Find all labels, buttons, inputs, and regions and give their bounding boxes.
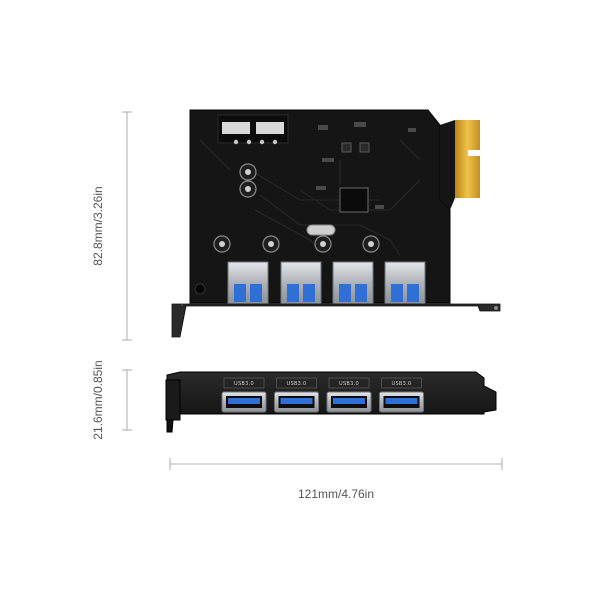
capacitor — [314, 235, 332, 253]
usb-port-tongue — [280, 398, 313, 404]
usb-port-front[interactable] — [221, 391, 267, 413]
height-bottom-label: 21.6mm/0.85in — [91, 360, 105, 439]
usb-label-group: USB3.0 USB3.0 USB3.0 USB3.0 — [223, 377, 422, 389]
usb-port-front[interactable] — [379, 391, 424, 413]
capacitor — [362, 235, 380, 253]
usb-port-top — [384, 261, 426, 305]
power-connector — [217, 114, 289, 145]
usb-port-tongue — [385, 398, 418, 404]
usb-label-text: USB3.0 — [391, 381, 411, 387]
smd-components — [316, 122, 416, 209]
bracket-tab — [165, 379, 181, 421]
usb-port-tongue — [333, 398, 365, 404]
pcb-top-view — [171, 109, 501, 338]
usb-label-frame — [223, 377, 265, 389]
bracket-front-view: USB3.0 USB3.0 USB3.0 USB3.0 — [165, 371, 497, 433]
bracket-top-edge — [171, 303, 501, 338]
usb-port-top — [280, 261, 322, 305]
dimension-height-top — [122, 111, 132, 341]
usb-port-group — [221, 391, 424, 413]
usb-label-frame — [328, 377, 370, 389]
capacitor — [262, 235, 280, 253]
usb-port-front[interactable] — [326, 391, 372, 413]
dimension-width — [169, 458, 503, 470]
usb-port-front[interactable] — [274, 391, 319, 413]
crystal-oscillator — [306, 224, 336, 236]
pcie-gold-contacts — [440, 120, 480, 210]
width-label: 121mm/4.76in — [298, 487, 374, 501]
usb-port-tongue — [228, 398, 260, 404]
usb-label-frame — [381, 377, 422, 389]
controller-chip — [339, 187, 369, 213]
capacitor — [239, 180, 257, 198]
capacitor — [239, 163, 257, 181]
usb-port-top — [332, 261, 374, 305]
mount-hole — [194, 283, 206, 295]
usb-label-text: USB3.0 — [234, 381, 254, 387]
usb-port-top — [227, 261, 269, 305]
capacitor — [213, 235, 231, 253]
height-top-label: 82.8mm/3.26in — [91, 186, 105, 265]
usb-label-frame — [276, 377, 317, 389]
usb-label-text: USB3.0 — [286, 381, 306, 387]
dimension-height-bottom — [122, 369, 132, 431]
usb-label-text: USB3.0 — [339, 381, 359, 387]
